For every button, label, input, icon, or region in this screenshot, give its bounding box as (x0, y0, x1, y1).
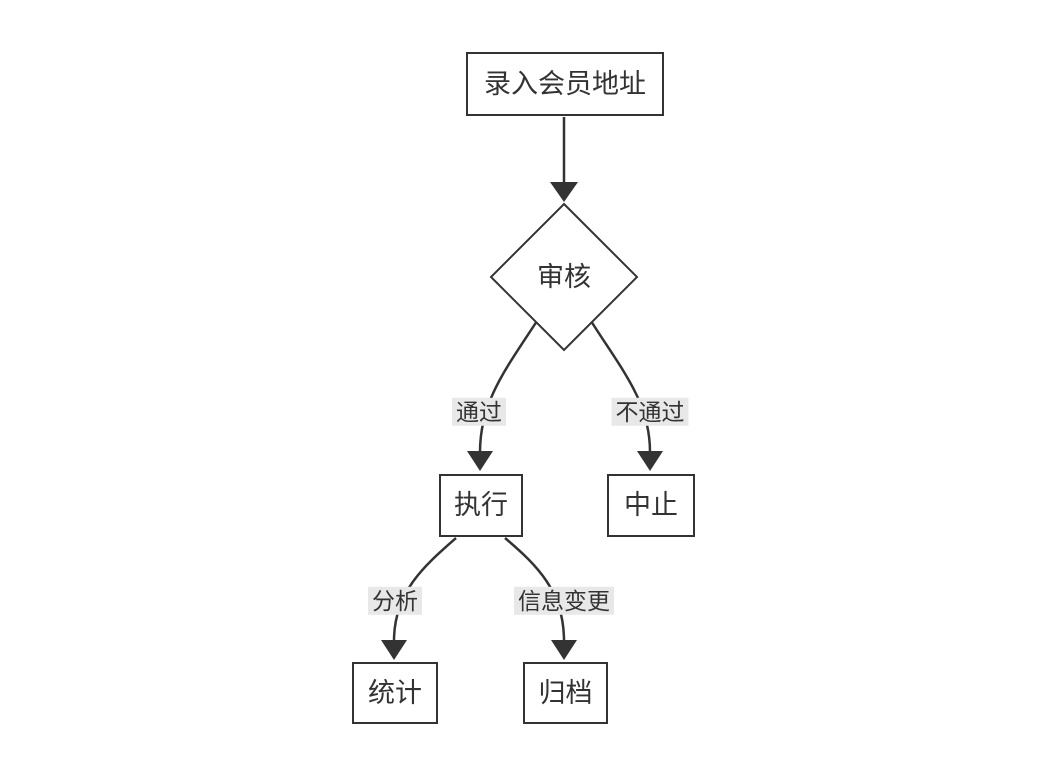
node-archive-label: 归档 (538, 677, 593, 708)
arrowhead-execute-archive (551, 640, 577, 660)
node-archive: 归档 (523, 662, 608, 724)
node-execute-label: 执行 (454, 490, 508, 520)
node-review-label: 审核 (537, 261, 591, 292)
node-execute: 执行 (439, 474, 523, 537)
edge-review-execute (478, 320, 539, 453)
arrowhead-review-execute (467, 451, 493, 471)
node-start: 录入会员地址 (466, 52, 664, 116)
node-stats-label: 统计 (368, 677, 422, 708)
edge-label-analysis: 分析 (368, 586, 422, 616)
arrowhead-review-abort (637, 451, 663, 471)
node-review-diamond-shape (489, 202, 639, 352)
node-start-label: 录入会员地址 (484, 68, 646, 99)
node-abort-label: 中止 (624, 490, 678, 520)
edge-label-fail: 不通过 (611, 397, 689, 427)
edge-label-pass: 通过 (452, 397, 506, 427)
edge-label-info-change: 信息变更 (514, 586, 614, 616)
node-abort: 中止 (607, 474, 695, 537)
edge-review-abort (589, 320, 652, 453)
arrowhead-start-review (550, 182, 578, 202)
node-stats: 统计 (352, 662, 438, 724)
arrowhead-execute-stats (381, 640, 407, 660)
edge-execute-stats (392, 537, 457, 642)
edge-execute-archive (504, 537, 566, 642)
